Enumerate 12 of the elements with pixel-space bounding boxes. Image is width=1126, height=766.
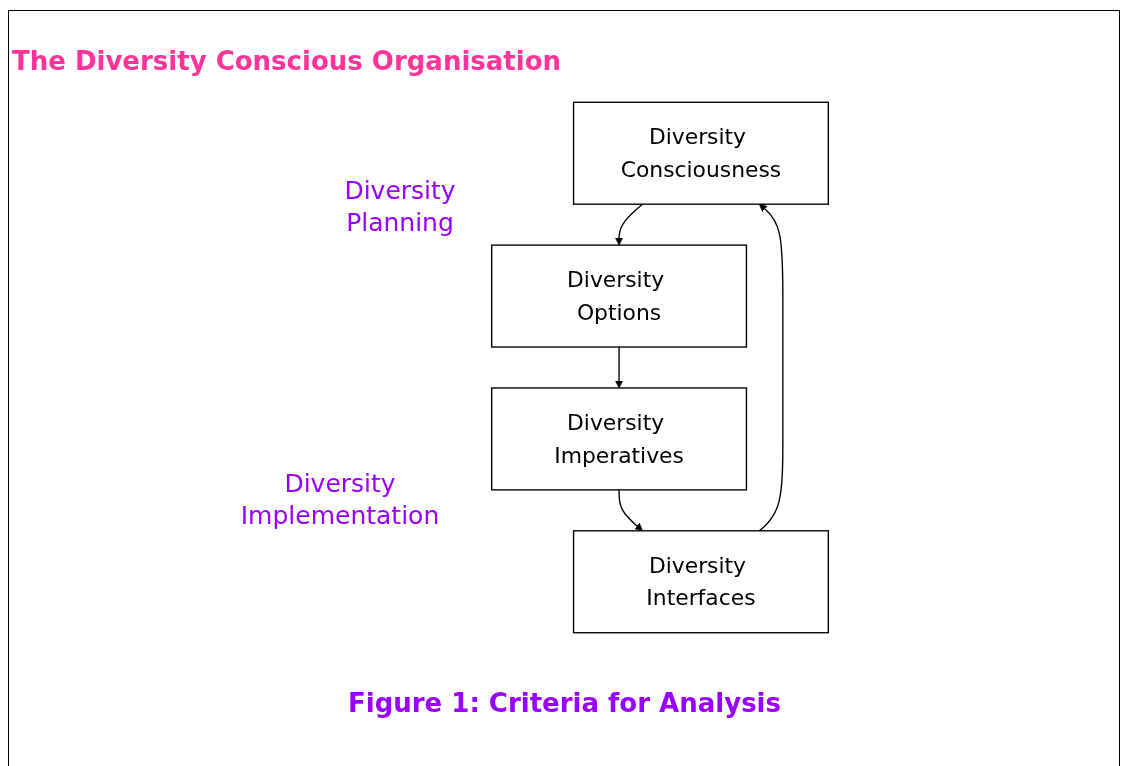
node-box: Diversity Options [491,244,748,348]
node-box: Diversity Consciousness [572,101,829,205]
bracket-label: Diversity Implementation [239,468,441,532]
arrow [615,346,624,389]
bracket-label: Diversity Planning [343,175,457,239]
arrow [615,203,644,246]
node-box: Diversity Imperatives [491,387,748,491]
node-box: Diversity Interfaces [572,530,829,634]
caption: Figure 1: Criteria for Analysis [348,688,781,718]
title: The Diversity Conscious Organisation [12,46,562,76]
arrow [758,203,784,532]
arrow [618,489,643,532]
